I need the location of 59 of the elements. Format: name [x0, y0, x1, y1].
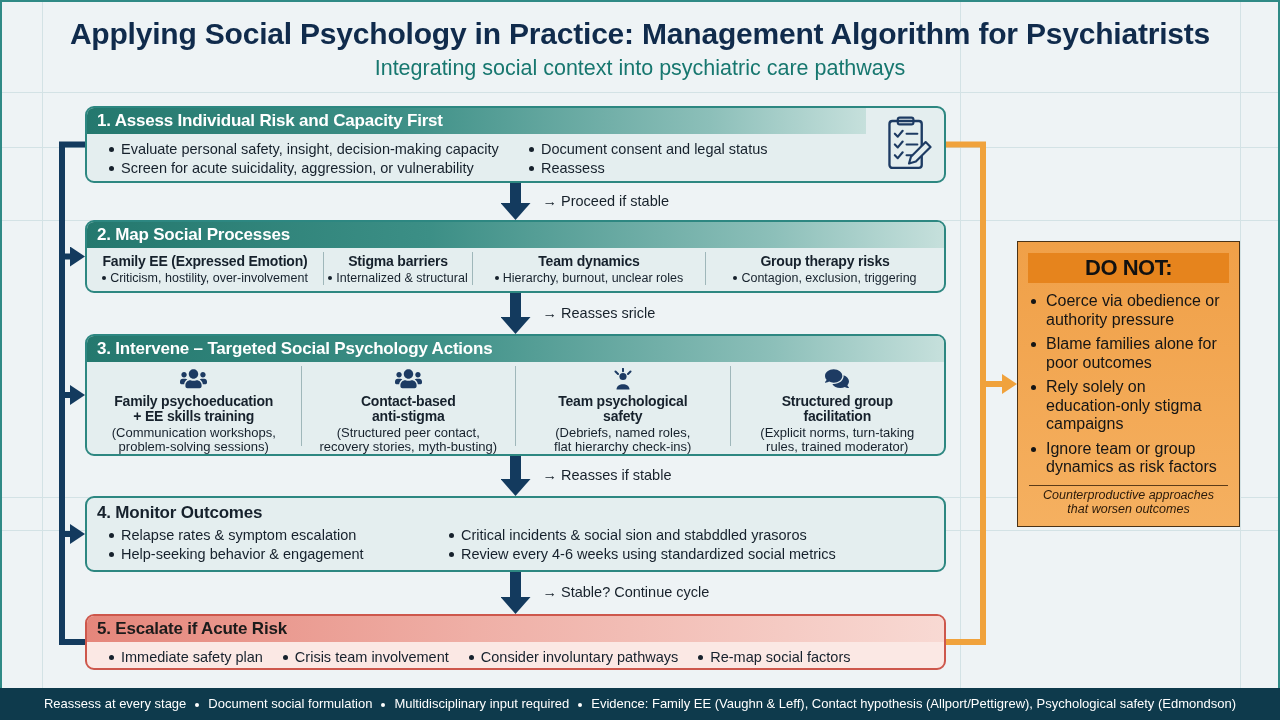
bullet-item: Screen for acute suicidality, aggression, or vulnerability	[109, 159, 474, 178]
subtitle: Integrating social context into psychiatric care pathways	[374, 55, 906, 81]
bullet-item: Hierarchy, burnout, unclear roles	[494, 270, 684, 287]
bullet-item: Review every 4-6 weeks using standardized social metrics	[449, 545, 836, 564]
bullet-item: Re-map social factors	[698, 648, 851, 667]
step-card	[85, 334, 946, 456]
step-header: 5. Escalate if Acute Risk	[87, 616, 944, 642]
column-heading: Team dynamics	[538, 253, 640, 270]
footer-note: Evidence: Family EE (Vaughn & Leff), Contact hypothesis (Allport/Pettigrew), Psychological safety (Edmondson)	[569, 696, 1236, 712]
bullet-item: Rely solely on education-only stigma campaigns	[1029, 378, 1231, 434]
step-header: 1. Assess Individual Risk and Capacity First	[87, 108, 866, 134]
diagram-title: Applying Social Psychology in Practice: Management Algorithm for Psychiatrists	[69, 16, 1211, 52]
action-description: (Debriefs, named roles, flat hierarchy check-ins)	[553, 426, 693, 454]
action-description: (Communication workshops, problem-solving sessions)	[110, 426, 277, 454]
warning-header: DO NOT:	[1028, 253, 1229, 283]
bullet-item: Evaluate personal safety, insight, decision-making capacity	[109, 140, 499, 159]
bullet-item: Crisis team involvement	[282, 648, 449, 667]
action-title: Family psychoeducation + EE skills training	[113, 394, 275, 424]
step-card	[85, 496, 946, 572]
step-card	[85, 614, 946, 670]
bullet-item: Relapse rates & symptom escalation	[109, 526, 357, 545]
action-description: (Explicit norms, turn-taking rules, trained moderator)	[759, 426, 916, 454]
warning-panel	[1017, 241, 1240, 527]
bullet-item: Contagion, exclusion, triggering	[733, 270, 917, 287]
column-heading: Family EE (Expressed Emotion)	[102, 253, 308, 270]
footer-note: Document social formulation	[186, 696, 373, 712]
action-description: (Structured peer contact, recovery stories, myth-busting)	[318, 426, 499, 454]
arrow	[62, 524, 85, 544]
step-card	[85, 220, 946, 293]
arrow	[500, 456, 531, 496]
bullet-item: Blame families alone for poor outcomes	[1029, 335, 1231, 372]
bullet-item: Ignore team or group dynamics as risk factors	[1029, 439, 1231, 477]
arrow	[500, 572, 531, 614]
footer-note: Reassess at every stage	[44, 696, 187, 712]
arrow	[62, 385, 85, 405]
bullet-item: Reassess	[529, 159, 605, 178]
step-header: 2. Map Social Processes	[87, 222, 944, 248]
bullet-item: Criticism, hostility, over-involvement	[102, 270, 308, 287]
action-title: Contact-based anti-stigma	[359, 394, 457, 424]
bullet-item: Document consent and legal status	[529, 140, 768, 159]
step-heading: 4. Monitor Outcomes	[97, 502, 263, 524]
column-heading: Stigma barriers	[348, 253, 448, 270]
bullet-item: Help-seeking behavior & engagement	[109, 545, 364, 564]
arrow	[500, 183, 531, 220]
bullet-item: Immediate safety plan	[109, 648, 263, 667]
bullet-item: Consider involuntary pathways	[468, 648, 679, 667]
footer-note: Multidisciplinary input required	[372, 696, 570, 712]
connector-line	[946, 141, 986, 645]
step-card	[85, 106, 946, 183]
arrow	[983, 374, 1017, 394]
action-title: Team psychological safety	[557, 394, 689, 424]
footnote: Counterproductive approaches that worsen outcomes	[1042, 488, 1215, 516]
bullet-item: Critical incidents & social sion and stabddled yrasoros	[449, 526, 807, 545]
step-header: 3. Intervene – Targeted Social Psychology Actions	[87, 336, 944, 362]
action-title: Structured group facilitation	[780, 394, 894, 424]
bullet-item: Coerce via obedience or authority pressure	[1029, 292, 1231, 329]
column-heading: Group therapy risks	[760, 253, 890, 270]
arrow	[500, 293, 531, 334]
bullet-item: Internalized & structural	[328, 270, 468, 287]
